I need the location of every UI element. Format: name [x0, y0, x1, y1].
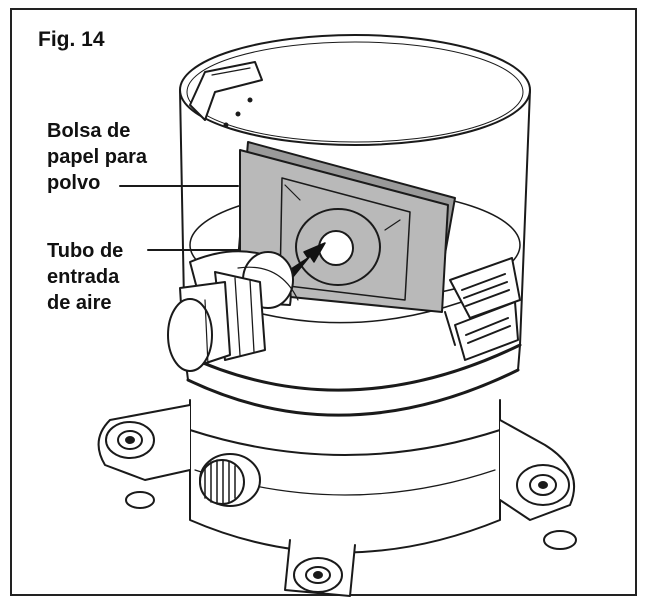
label-dust-bag-line-3: polvo — [47, 172, 101, 194]
caster-arm-front — [284, 539, 356, 597]
canister-latch — [444, 257, 521, 361]
label-dust-bag: Bolsa de papel para polvo — [47, 118, 147, 196]
label-dust-bag-line-2: papel para — [47, 146, 148, 168]
label-dust-bag-line-1: Bolsa de — [47, 120, 131, 142]
label-air-inlet-line-3: de aire — [47, 292, 112, 314]
label-air-inlet-line-1: Tubo de — [47, 240, 124, 262]
carry-handle — [189, 61, 263, 128]
caster-arm-right — [499, 419, 577, 550]
figure-title: Fig. 14 — [38, 28, 105, 51]
caster-arm-left — [97, 404, 191, 509]
label-air-inlet: Tubo de entrada de aire — [47, 238, 123, 316]
inlet-connector — [167, 271, 266, 372]
label-air-inlet-line-2: entrada — [47, 266, 120, 288]
drain-cap — [199, 453, 261, 507]
bag-inlet-hole — [318, 230, 354, 266]
